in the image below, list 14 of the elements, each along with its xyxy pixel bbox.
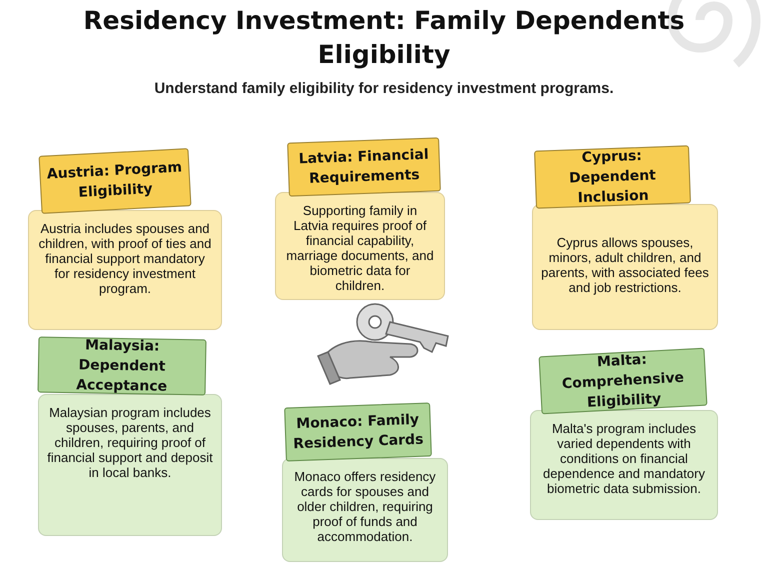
card-heading: Malaysia: Dependent Acceptance xyxy=(38,336,206,396)
card-heading: Latvia: Financial Requirements xyxy=(287,137,441,197)
card-heading: Monaco: Family Residency Cards xyxy=(284,402,432,462)
title: Residency Investment: Family Dependents Eligibility xyxy=(82,5,686,71)
card-heading: Malta: Comprehensive Eligibility xyxy=(538,348,708,414)
subtitle: Understand family eligibility for residency investment programs. xyxy=(153,80,615,97)
card-heading: Cyprus: Dependent Inclusion xyxy=(534,145,691,209)
card-body: Austria includes spouses and children, with proof of ties and financial support mandatory for residency investment program. xyxy=(28,210,222,330)
card-body: Monaco offers residency cards for spouses and older children, requiring proof of funds and accommodation. xyxy=(282,458,448,562)
card-body: Malta's program includes varied dependents with conditions on financial dependence and mandatory biometric data submission. xyxy=(530,410,718,520)
card-body: Cyprus allows spouses, minors, adult children, and parents, with associated fees and job restrictions. xyxy=(532,204,718,330)
card-heading: Austria: Program Eligibility xyxy=(38,148,192,214)
card-body: Supporting family in Latvia requires proof of financial capability, marriage documents, and biometric data for children. xyxy=(275,192,445,300)
card-body: Malaysian program includes spouses, parents, and children, requiring proof of financial support and deposit in local banks. xyxy=(38,394,222,536)
